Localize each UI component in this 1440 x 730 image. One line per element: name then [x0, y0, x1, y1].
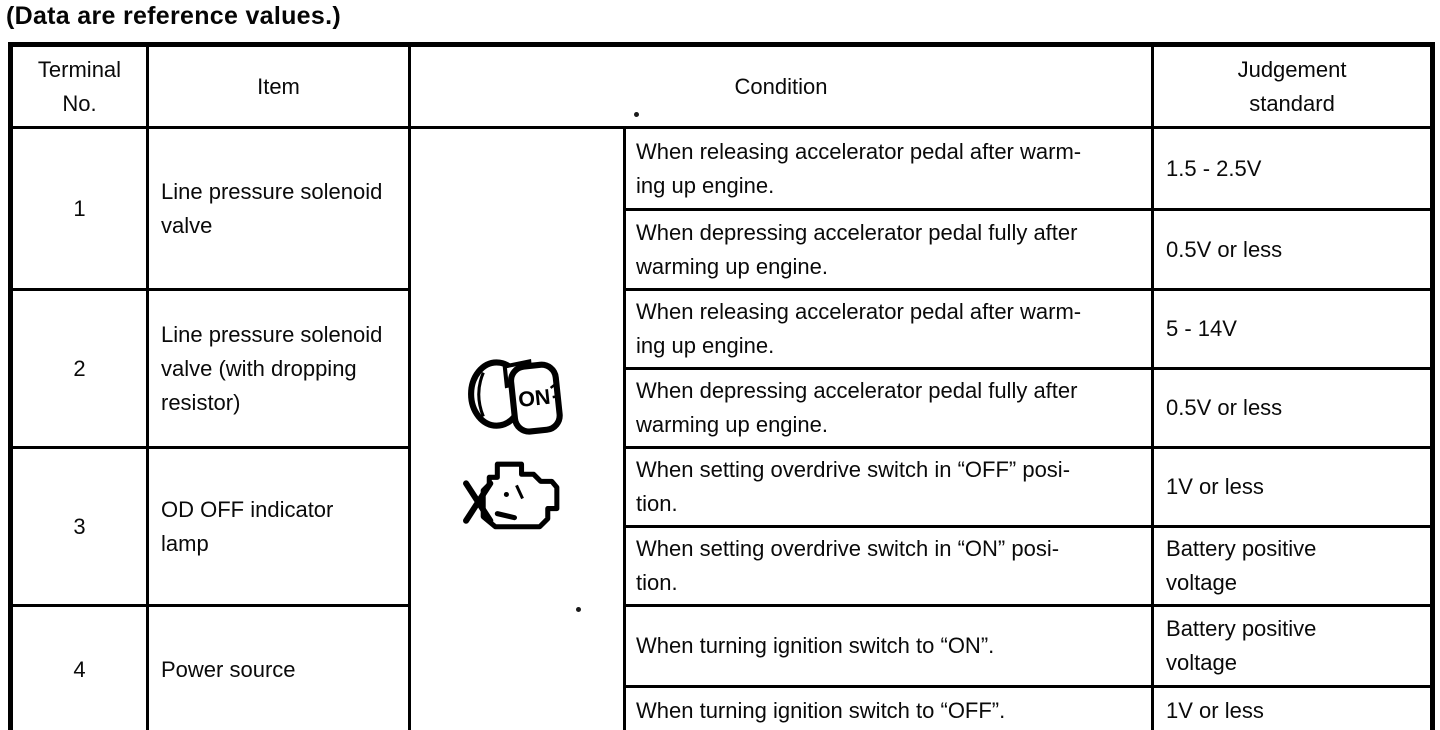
table-row: When depressing accelerator pedal fully … — [11, 367, 1435, 449]
page-title: (Data are reference values.) — [6, 2, 341, 30]
condition-cell: When depressing accelerator pedal fully … — [622, 208, 1155, 291]
item-cell-1: Line pressure solenoid valve — [146, 126, 411, 291]
condition-cell: When setting overdrive switch in “ON” po… — [622, 525, 1155, 607]
table-row: 4 Power source When turning ignition swi… — [9, 604, 1435, 730]
judgement-cell: 1.5 - 2.5V — [1151, 126, 1435, 211]
item-cell-4: Power source — [146, 604, 411, 730]
condition-cell: When setting overdrive switch in “OFF” p… — [622, 446, 1155, 528]
judgement-cell: 0.5V or less — [1151, 208, 1435, 291]
judgement-cell: Battery positive voltage — [1151, 604, 1435, 688]
condition-cell: When turning ignition switch to “ON”. — [622, 604, 1155, 688]
ignition-switch-on-icon: ON — [468, 358, 563, 435]
table-row: When turning ignition switch to “OFF”. 1… — [11, 685, 1435, 730]
item-cell-3: OD OFF indicator lamp — [146, 446, 411, 607]
table-header-row: Terminal No. Item Condition Judgement st… — [9, 43, 1435, 129]
item-cell-2: Line pressure solenoid valve (with dropp… — [146, 288, 411, 449]
condition-icon-stack: ON — [413, 339, 622, 543]
table-row: 2 Line pressure solenoid valve (with dro… — [9, 288, 1435, 449]
terminal-no-cell-4: 4 — [9, 604, 149, 730]
condition-cell: When turning ignition switch to “OFF”. — [622, 685, 1155, 730]
header-condition: Condition — [407, 43, 1155, 129]
terminal-reference-table: Terminal No. Item Condition Judgement st… — [8, 42, 1436, 730]
terminal-no-cell-1: 1 — [9, 126, 149, 291]
judgement-cell: 0.5V or less — [1151, 367, 1435, 449]
scan-noise-dot — [634, 112, 639, 117]
terminal-no-cell-3: 3 — [9, 446, 149, 607]
scan-noise-dot — [576, 607, 581, 612]
table-row: When depressing accelerator pedal fully … — [11, 208, 1435, 291]
ignition-on-label: ON — [517, 385, 551, 412]
header-judgement-standard: Judgement standard — [1151, 43, 1435, 129]
header-terminal-no: Terminal No. — [9, 43, 149, 129]
condition-cell: When releasing accelerator pedal after w… — [622, 288, 1155, 370]
judgement-cell: 1V or less — [1151, 446, 1435, 528]
condition-cell: When releasing accelerator pedal after w… — [622, 126, 1155, 211]
terminal-no-cell-2: 2 — [9, 288, 149, 449]
header-item: Item — [146, 43, 411, 129]
engine-stopped-icon — [463, 461, 560, 530]
judgement-cell: 5 - 14V — [1151, 288, 1435, 370]
condition-icon-cell: ON — [408, 126, 626, 730]
judgement-cell: 1V or less — [1151, 685, 1435, 730]
table-row: 1 Line pressure solenoid valve ON — [9, 126, 1435, 730]
table-row: When setting overdrive switch in “ON” po… — [11, 525, 1435, 607]
table-row: 3 OD OFF indicator lamp When setting ove… — [9, 446, 1435, 607]
condition-cell: When depressing accelerator pedal fully … — [622, 367, 1155, 449]
judgement-cell: Battery positive voltage — [1151, 525, 1435, 607]
